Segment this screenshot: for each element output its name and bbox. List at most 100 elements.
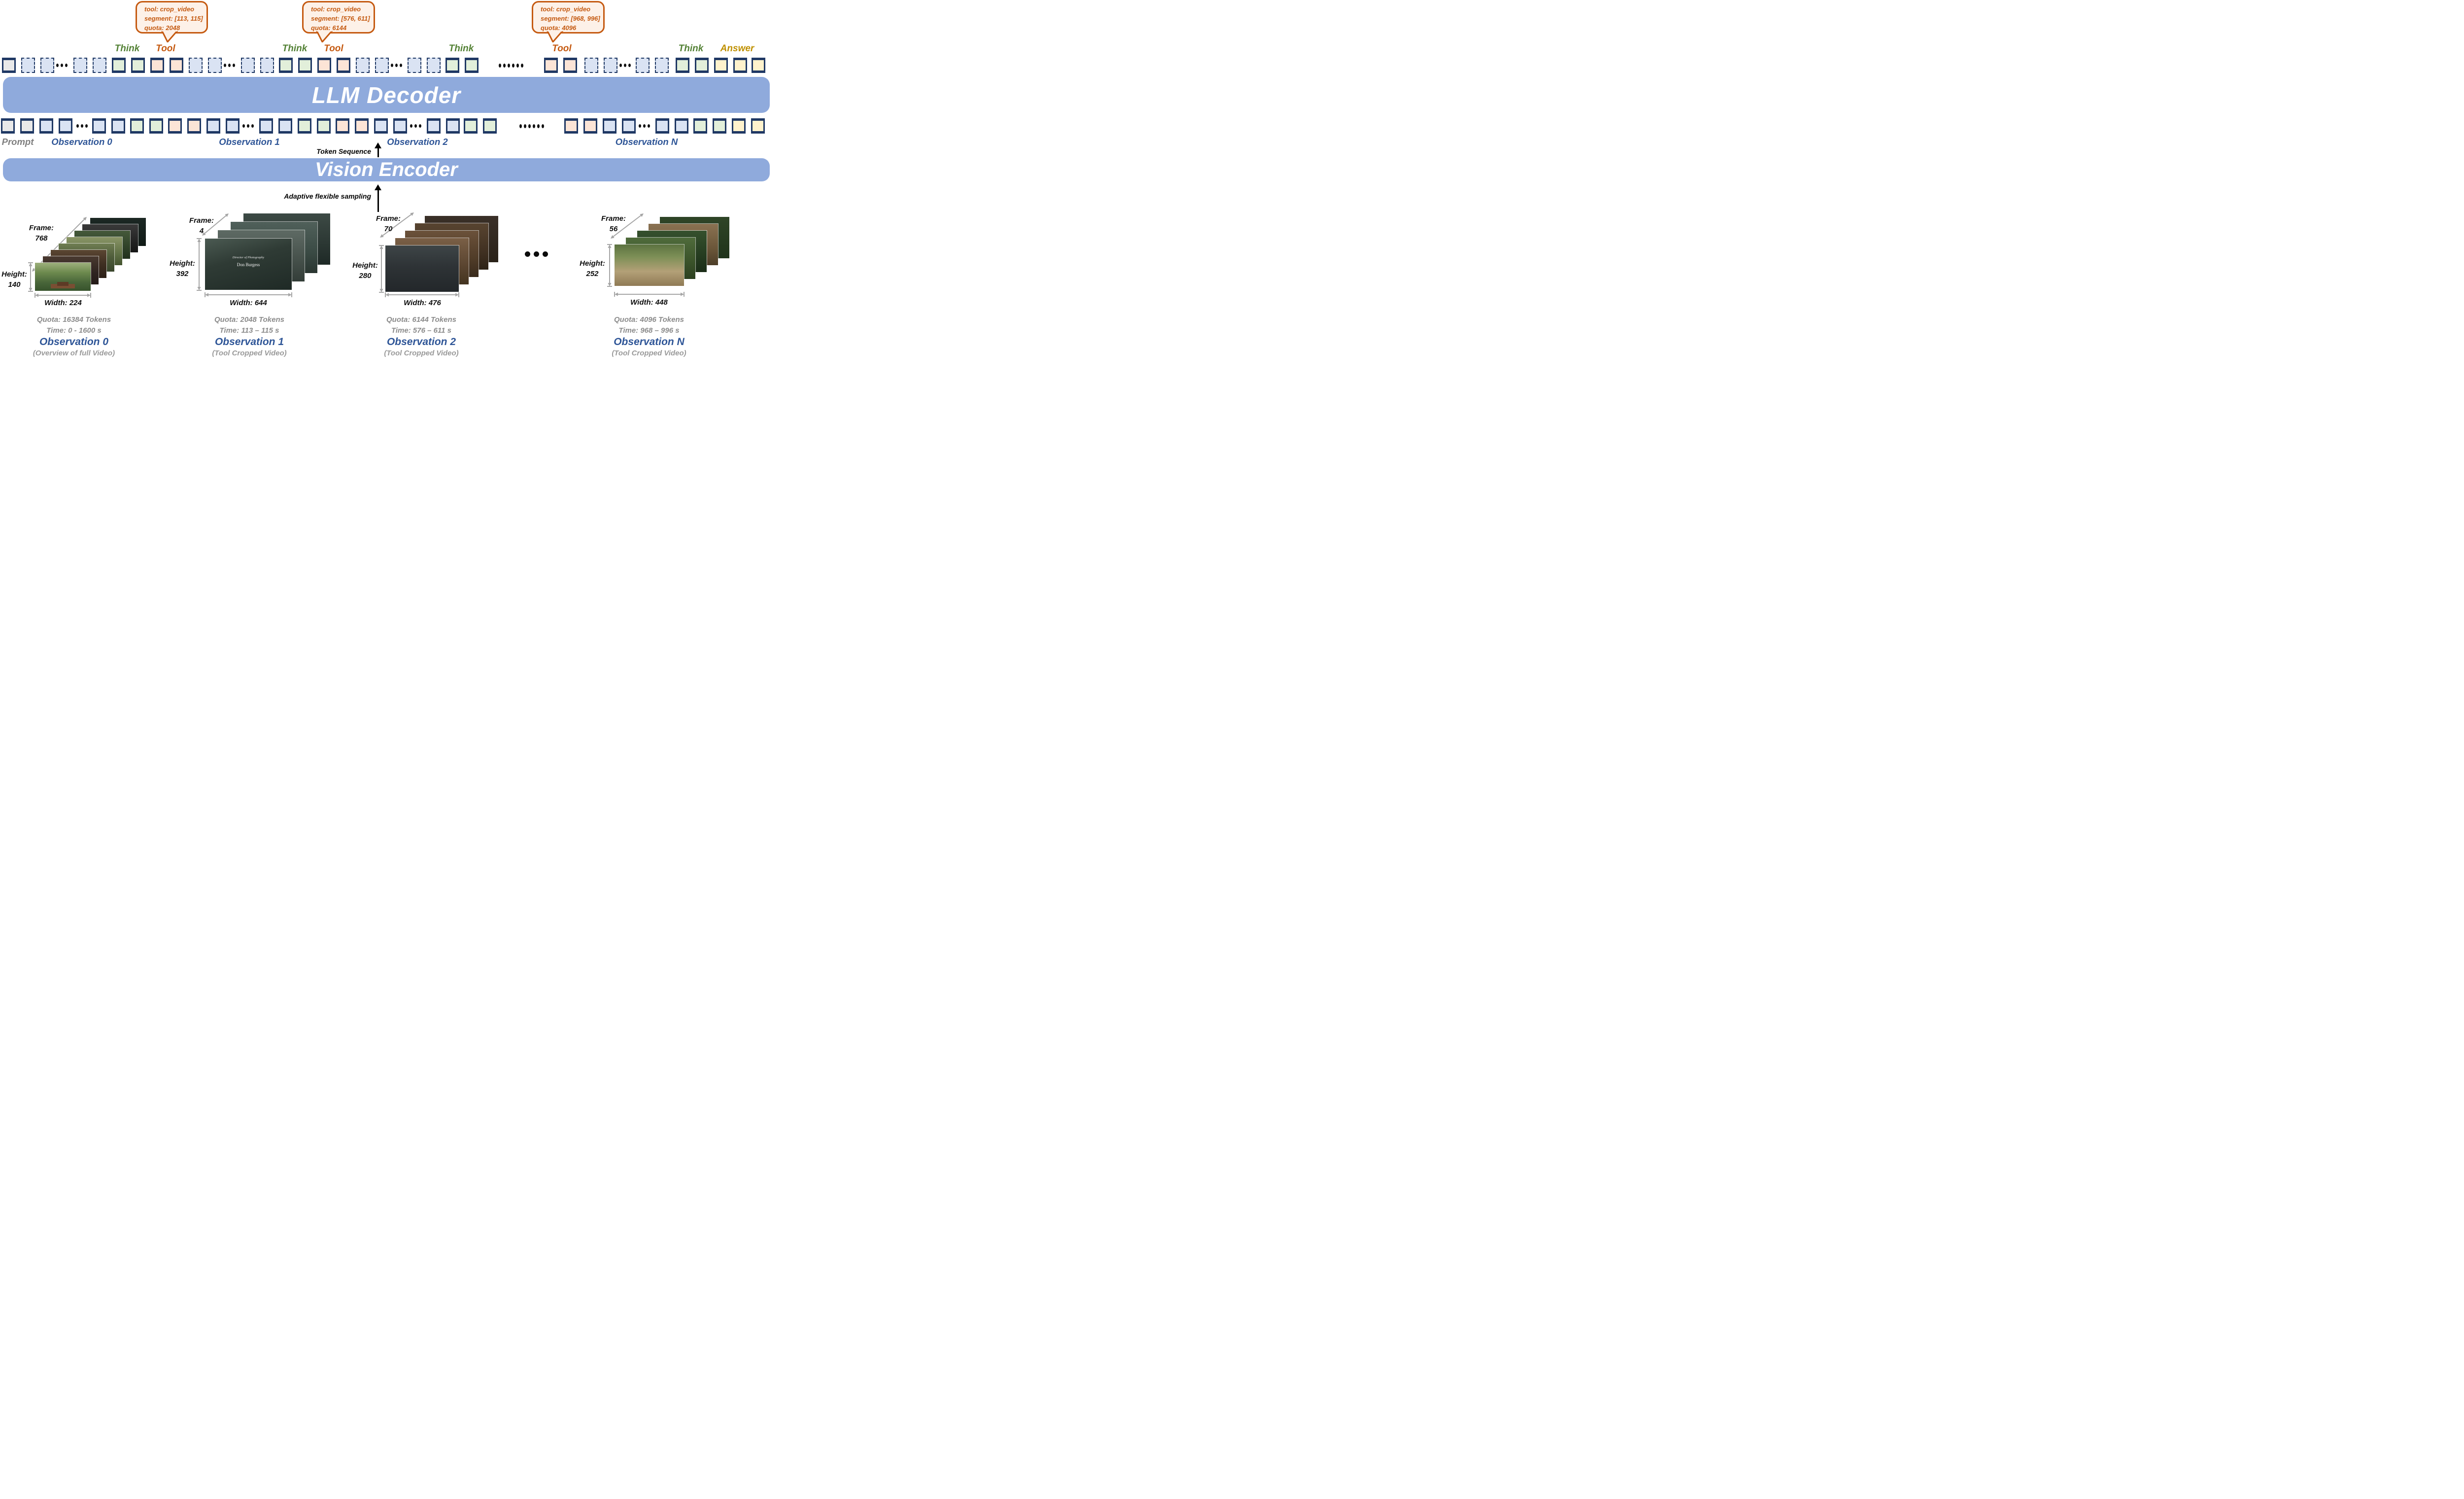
- blue-token: [206, 118, 220, 134]
- ellipsis-icon: [410, 118, 421, 134]
- yellow-token: [751, 118, 765, 134]
- width-label: Width: 476: [404, 299, 441, 307]
- quota-label: Quota: 4096 Tokens: [614, 315, 684, 324]
- orange-token: [168, 118, 182, 134]
- quota-label: Quota: 2048 Tokens: [214, 315, 284, 324]
- prompt-label: Prompt: [1, 137, 34, 147]
- green-token: [676, 58, 689, 73]
- blue-token: [655, 118, 669, 134]
- orange-token: [170, 58, 183, 73]
- quota-label: Quota: 16384 Tokens: [36, 315, 111, 324]
- tool-label: Tool: [552, 43, 572, 54]
- blue-token: [40, 58, 54, 73]
- green-token: [149, 118, 163, 134]
- orange-token: [355, 118, 369, 134]
- tool-call-bubble-1: tool: crop_video segment: [113, 115] quo…: [136, 1, 208, 42]
- observation-subtitle: (Tool Cropped Video): [384, 349, 459, 357]
- video-frame: [385, 245, 459, 292]
- frame-count-label: Frame:4: [189, 216, 214, 235]
- observation-subtitle: (Tool Cropped Video): [612, 349, 686, 357]
- width-label: Width: 224: [44, 299, 82, 307]
- bubble-line: segment: [576, 611]: [311, 15, 370, 22]
- blue-token: [226, 118, 240, 134]
- orange-token: [337, 58, 350, 73]
- observation-title: Observation 0: [39, 336, 109, 348]
- orange-token: [544, 58, 558, 73]
- answer-label: Answer: [720, 43, 754, 54]
- green-token: [713, 118, 726, 134]
- bubble-tail-icon: [547, 31, 564, 42]
- yellow-token: [714, 58, 728, 73]
- blue-token: [93, 58, 106, 73]
- video-frame: [35, 263, 91, 291]
- orange-token: [317, 58, 331, 73]
- blue-token: [21, 58, 35, 73]
- ellipsis-icon: [76, 118, 88, 134]
- yellow-token: [733, 58, 747, 73]
- blue-token: [675, 118, 688, 134]
- orange-token: [150, 58, 164, 73]
- blue-token: [603, 118, 616, 134]
- bubble-line: quota: 6144: [311, 24, 347, 32]
- vision-encoder-bar: Vision Encoder: [3, 158, 770, 181]
- bubble-tail-icon: [316, 31, 333, 42]
- ellipsis-icon: [499, 58, 523, 73]
- blue-token: [92, 118, 106, 134]
- observation-2-label: Observation 2: [387, 137, 448, 147]
- tool-call-bubble-2: tool: crop_video segment: [576, 611] quo…: [302, 1, 375, 42]
- blue-token: [393, 118, 407, 134]
- blue-token: [241, 58, 255, 73]
- green-token: [298, 118, 311, 134]
- bubble-tail-icon: [161, 31, 178, 42]
- observation-1-label: Observation 1: [219, 137, 280, 147]
- ellipsis-icon: [525, 251, 548, 257]
- observation-n-label: Observation N: [615, 137, 678, 147]
- green-token: [464, 118, 478, 134]
- blue-token: [189, 58, 203, 73]
- vision-encoder-label: Vision Encoder: [315, 159, 458, 180]
- bubble-line: tool: crop_video: [311, 5, 361, 13]
- time-label: Time: 968 – 996 s: [618, 326, 680, 335]
- observation-title: Observation 1: [214, 336, 284, 348]
- think-label: Think: [114, 43, 140, 54]
- bubble-line: segment: [968, 996]: [541, 15, 600, 22]
- bubble-line: tool: crop_video: [541, 5, 591, 13]
- adaptive-sampling-label: Adaptive flexible sampling: [284, 192, 371, 200]
- architecture-figure: tool: crop_video segment: [113, 115] quo…: [0, 0, 773, 361]
- blue-token: [427, 58, 441, 73]
- blue-token: [111, 118, 125, 134]
- blue-token: [73, 58, 87, 73]
- up-arrow-icon: [375, 142, 381, 157]
- ellipsis-icon: [224, 58, 235, 73]
- orange-token: [583, 118, 597, 134]
- think-label: Think: [448, 43, 474, 54]
- bench: [57, 282, 68, 286]
- llm-decoder-bar: LLM Decoder: [3, 77, 770, 113]
- observation-title: Observation N: [614, 336, 684, 348]
- bubble-line: quota: 4096: [541, 24, 577, 32]
- grey-token: [2, 58, 16, 73]
- green-token: [131, 58, 145, 73]
- frame-count-label: Frame:56: [601, 214, 626, 233]
- blue-token: [278, 118, 292, 134]
- green-token: [445, 58, 459, 73]
- green-token: [465, 58, 479, 73]
- bubble-line: tool: crop_video: [144, 5, 195, 13]
- frame-count-label: Frame:70: [376, 214, 401, 233]
- blue-token: [636, 58, 650, 73]
- height-label: Height:140: [1, 270, 27, 289]
- blue-token: [374, 118, 388, 134]
- time-label: Time: 0 - 1600 s: [46, 326, 102, 335]
- orange-token: [336, 118, 349, 134]
- green-token: [112, 58, 126, 73]
- blue-token: [655, 58, 669, 73]
- think-label: Think: [678, 43, 704, 54]
- ellipsis-icon: [519, 118, 544, 134]
- height-label: Height:392: [170, 259, 195, 278]
- green-token: [317, 118, 331, 134]
- blue-token: [427, 118, 441, 134]
- token-sequence-label: Token Sequence: [316, 147, 371, 155]
- observation-subtitle: (Tool Cropped Video): [212, 349, 287, 357]
- blue-token: [622, 118, 636, 134]
